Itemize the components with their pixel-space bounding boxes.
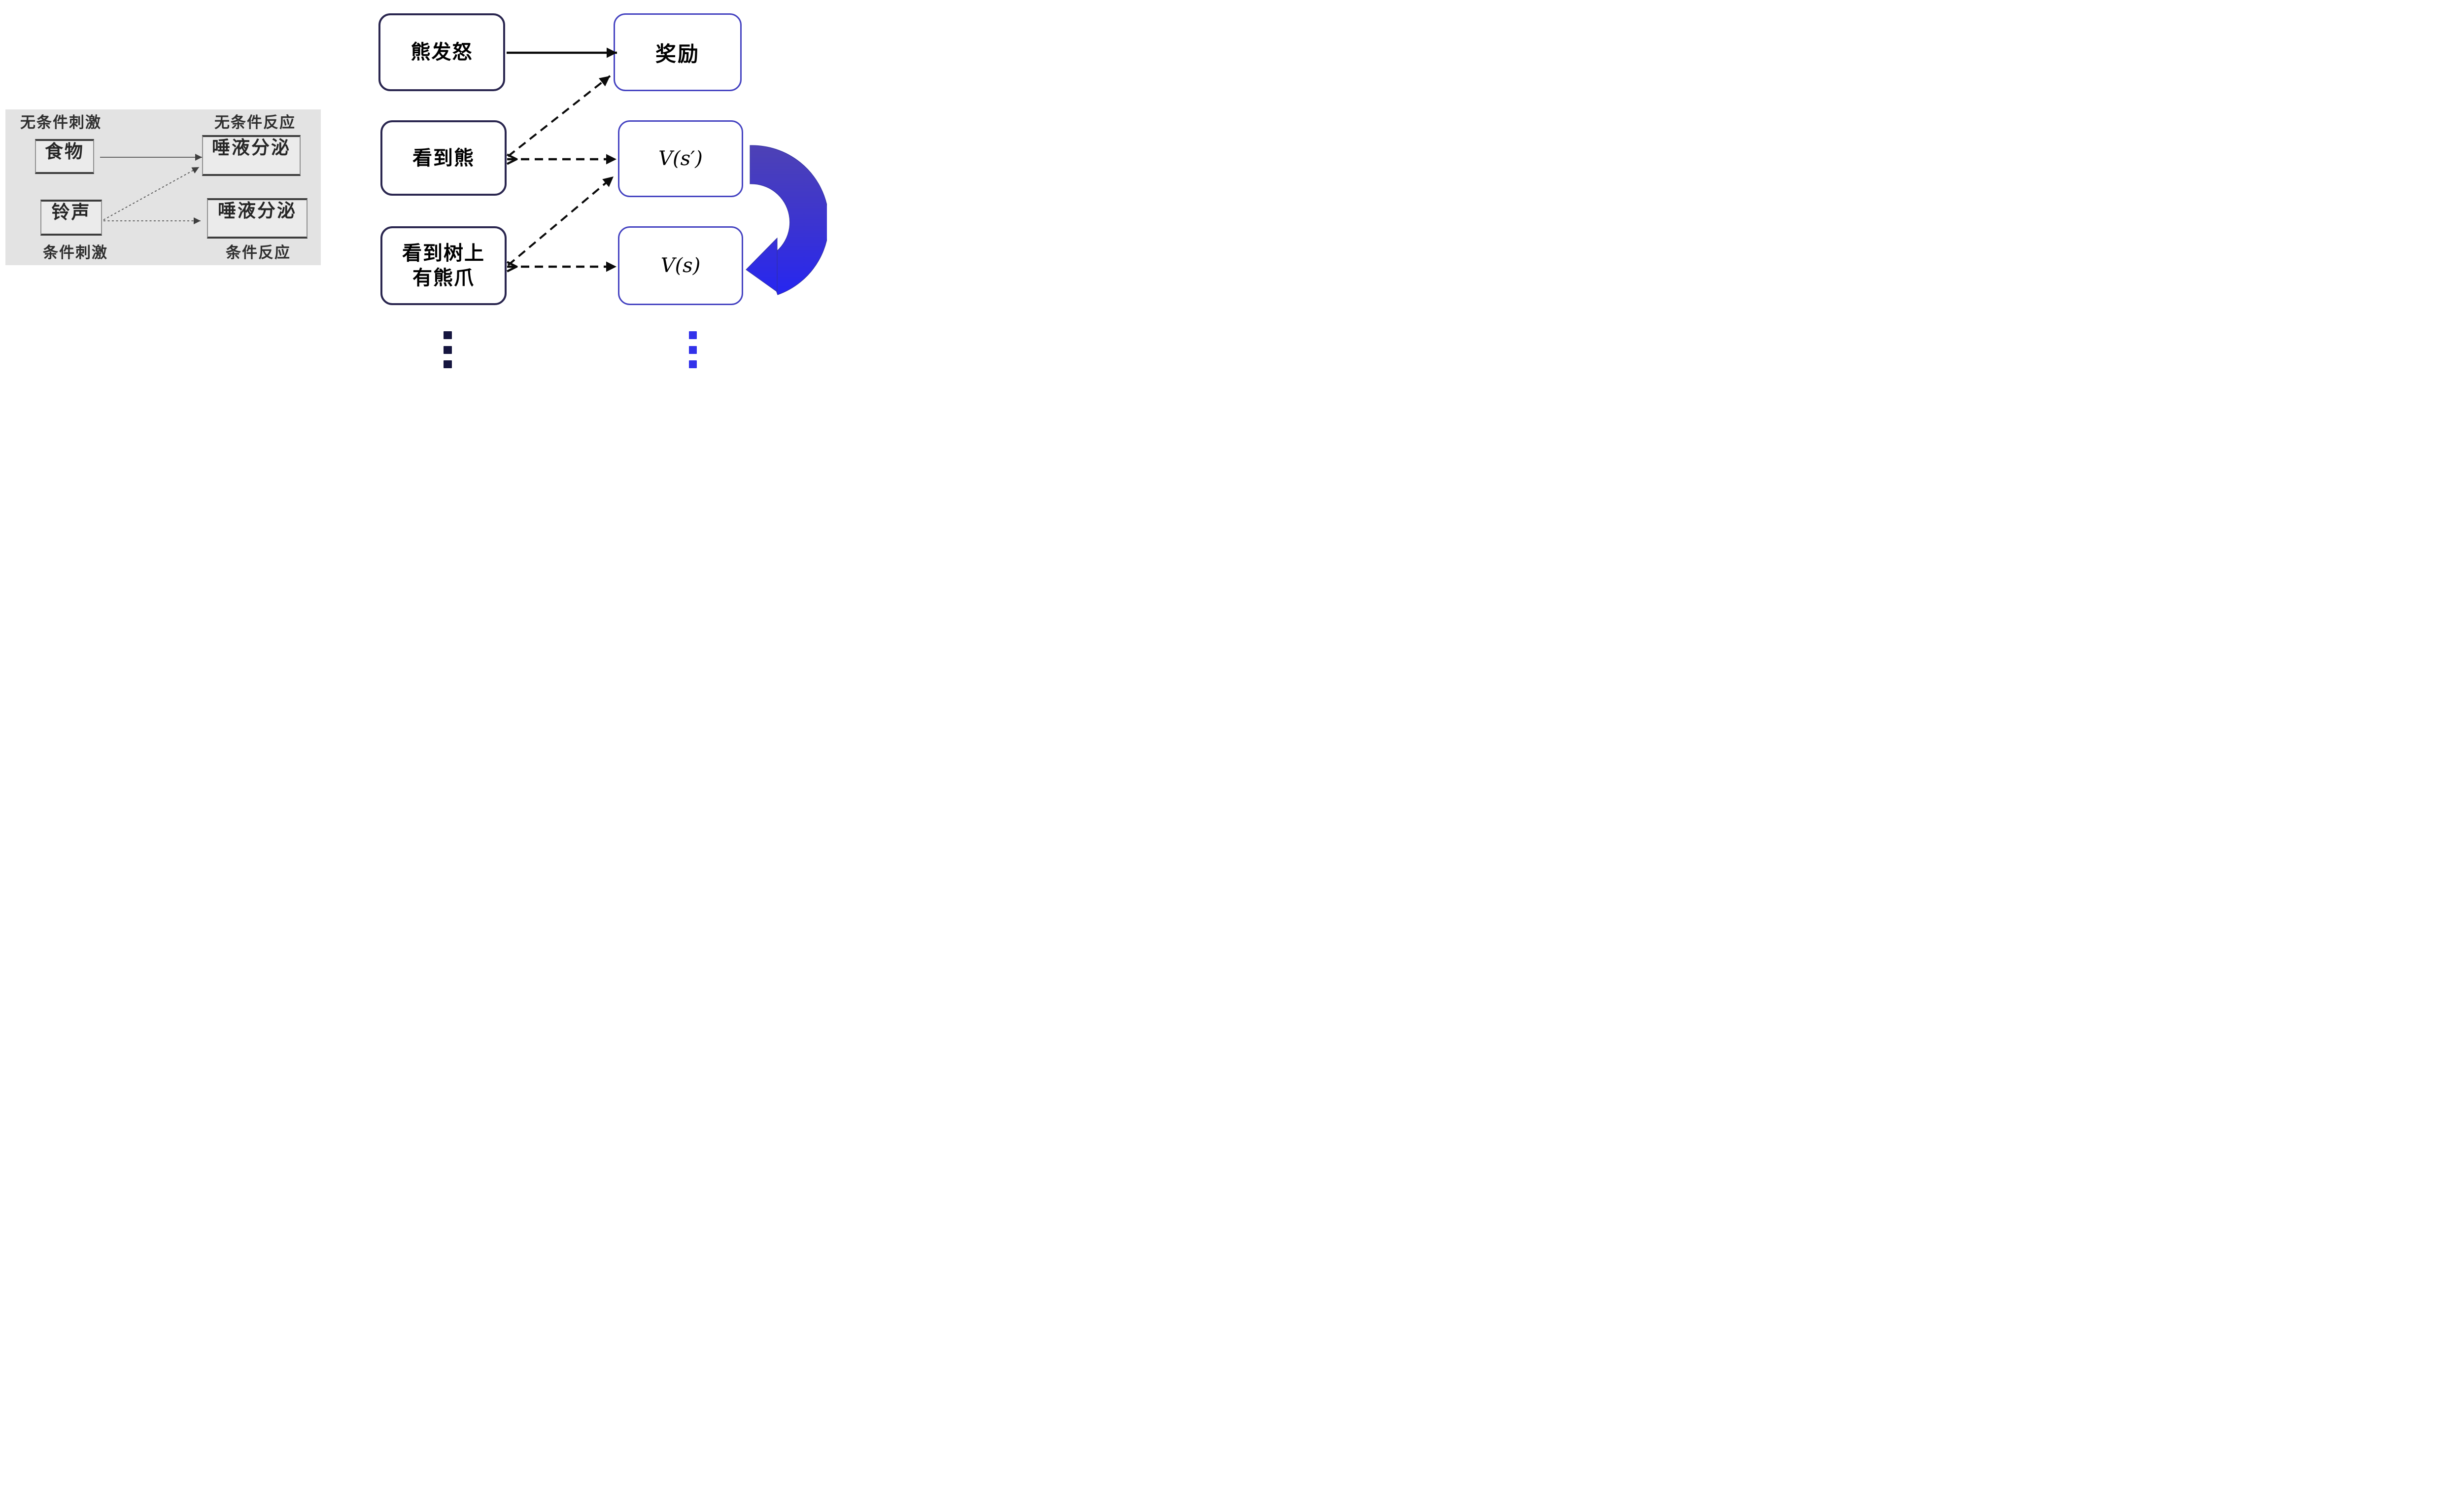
bear-angry-box: 熊发怒 (378, 13, 505, 91)
reward-box: 奖励 (614, 13, 742, 91)
conditioned-stimulus-label: 条件刺激 (43, 244, 108, 262)
see-bear-label: 看到熊 (412, 146, 475, 170)
value-s-prime-box: V(s′) (618, 120, 743, 197)
unconditioned-response-label: 无条件反应 (214, 114, 296, 132)
bell-box-label: 铃声 (51, 202, 91, 223)
reward-label: 奖励 (655, 41, 700, 66)
slide-canvas: 无条件刺激 无条件反应 食物 唾液分泌 铃声 唾液分泌 条件刺激 条件反应 熊发… (0, 0, 827, 375)
loop-arrow-icon (746, 145, 827, 295)
see-bear-claws-label: 看到树上 有熊爪 (402, 241, 485, 290)
ellipsis-dots-left-icon (444, 331, 452, 368)
seebear-to-reward-dashed-arrow-icon (507, 75, 611, 157)
bear-angry-label: 熊发怒 (411, 41, 473, 64)
see-bear-claws-box: 看到树上 有熊爪 (380, 226, 507, 305)
classical-conditioning-panel: 无条件刺激 无条件反应 食物 唾液分泌 铃声 唾液分泌 条件刺激 条件反应 (5, 109, 321, 265)
conditioned-response-label: 条件反应 (226, 244, 291, 262)
see-bear-claws-line1: 看到树上 (402, 242, 485, 265)
bell-box: 铃声 (40, 200, 102, 236)
claws-to-vsprime-dashed-arrow-icon (507, 175, 615, 266)
salivation-bottom-box: 唾液分泌 (207, 198, 308, 239)
value-s-box: V(s) (618, 226, 743, 305)
value-s-prime-label: V(s′) (658, 147, 703, 170)
salivation-bottom-label: 唾液分泌 (218, 200, 297, 221)
salivation-top-box: 唾液分泌 (202, 135, 301, 176)
salivation-top-label: 唾液分泌 (212, 137, 291, 158)
unconditioned-stimulus-label: 无条件刺激 (20, 114, 102, 132)
ellipsis-dots-right-icon (689, 331, 697, 368)
see-bear-claws-line2: 有熊爪 (412, 267, 475, 289)
food-box-label: 食物 (45, 141, 84, 162)
food-box: 食物 (35, 139, 94, 174)
value-s-label: V(s) (660, 254, 701, 277)
see-bear-box: 看到熊 (380, 120, 507, 196)
